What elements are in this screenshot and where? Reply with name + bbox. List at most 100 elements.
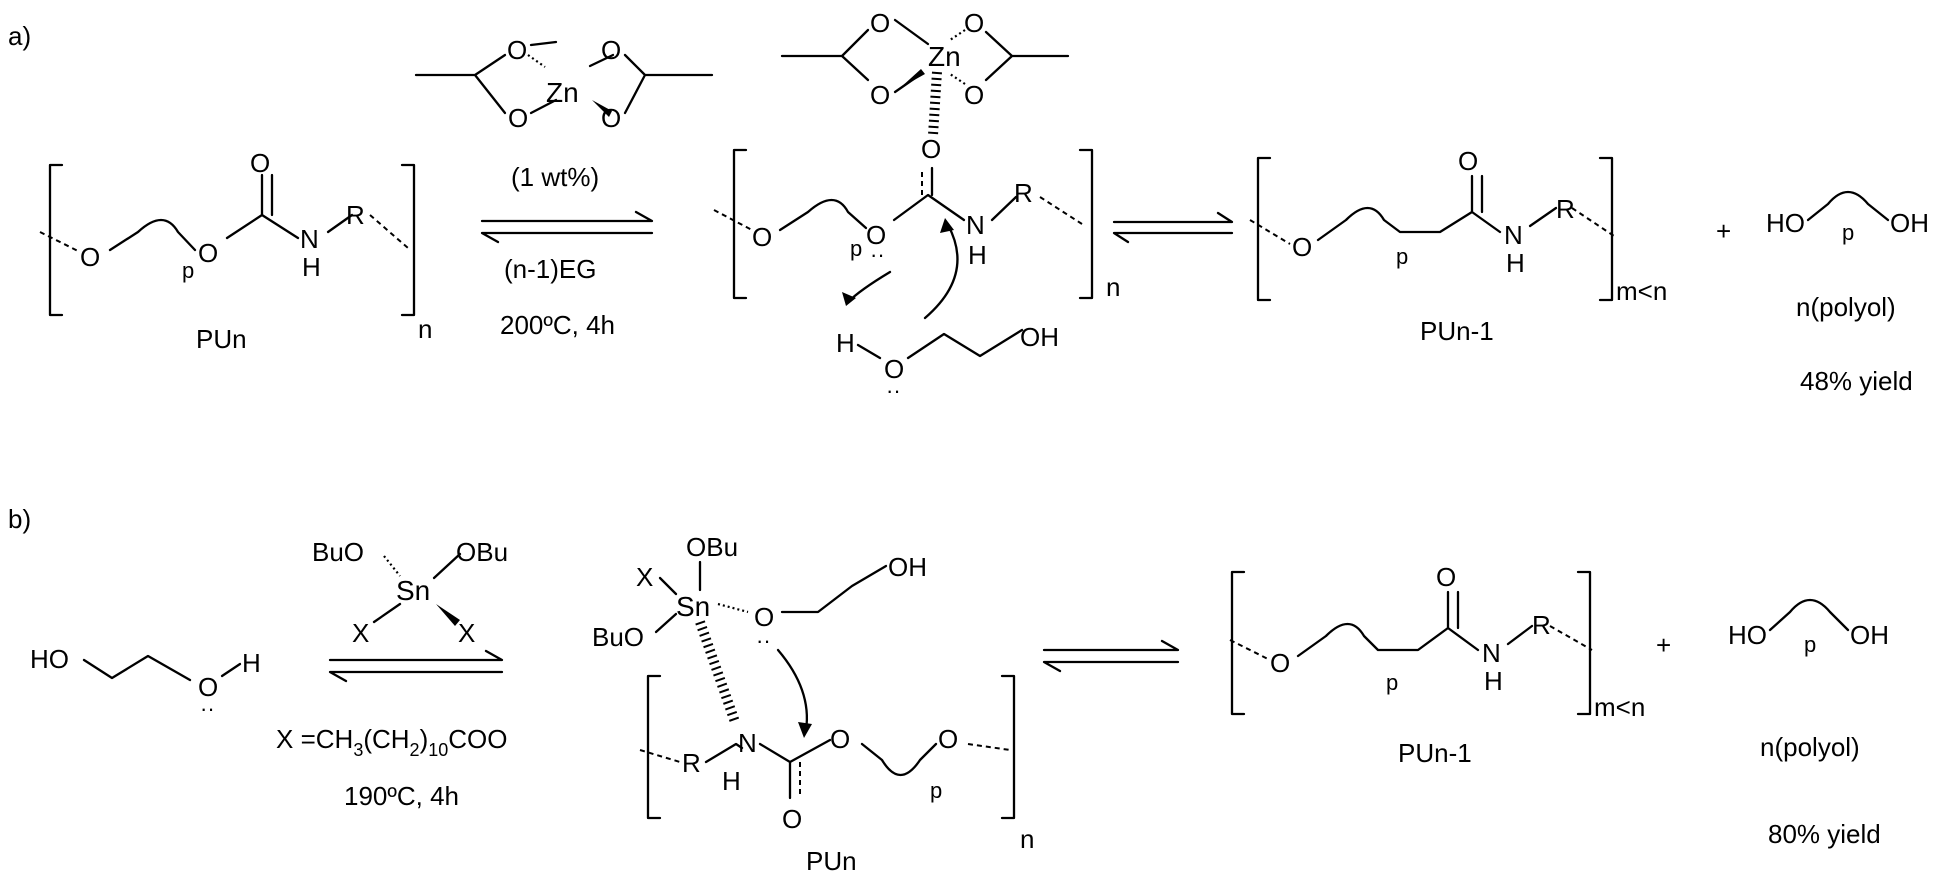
atom-o: O (198, 238, 218, 268)
atom-o: O (752, 222, 772, 252)
lone-pair: ·· (200, 696, 215, 721)
atom-n: N (1482, 638, 1501, 668)
product-pun-1: O p O N H R m<n (1229, 562, 1645, 722)
atom-o: O (870, 8, 890, 38)
repeat-n: n (418, 314, 432, 344)
atom-h: H (968, 240, 987, 270)
atom-o: O (964, 80, 984, 110)
atom-obu: OBu (456, 537, 508, 567)
subscript-p: p (850, 236, 862, 261)
polyol-byproduct: HO p OH (1728, 598, 1889, 657)
repeat-n: n (1020, 824, 1034, 854)
plus-sign: + (1656, 630, 1671, 660)
atom-o: O (782, 804, 802, 834)
panel-b: b) HO O H ·· BuO OBu Sn X X X (8, 504, 1889, 876)
atom-o: O (921, 134, 941, 164)
atom-ho: HO (30, 644, 69, 674)
atom-x: X (352, 618, 369, 648)
x-def-sub: 2 (410, 740, 420, 760)
atom-ho: HO (1728, 620, 1767, 650)
atom-h: H (242, 648, 261, 678)
subscript-p: p (1842, 220, 1854, 245)
subscript-p: p (1804, 632, 1816, 657)
reactant-pun: O p O O N H R n (39, 148, 432, 344)
tin-catalyst: BuO OBu Sn X X (312, 537, 508, 648)
atom-o: O (938, 724, 958, 754)
atom-n: N (300, 224, 319, 254)
atom-oh: OH (1850, 620, 1889, 650)
atom-o: O (198, 672, 218, 702)
atom-o: O (508, 103, 528, 133)
atom-n: N (738, 728, 757, 758)
atom-sn: Sn (396, 575, 430, 606)
repeat-m-lt-n: m<n (1594, 692, 1645, 722)
atom-o: O (1292, 232, 1312, 262)
equilibrium-arrow (328, 649, 504, 683)
atom-o: O (507, 35, 527, 65)
atom-buo: BuO (312, 537, 364, 567)
x-def-close: ) (420, 724, 429, 754)
atom-h: H (1484, 666, 1503, 696)
atom-o: O (250, 148, 270, 178)
atom-r: R (1556, 194, 1575, 224)
atom-zn: Zn (928, 41, 961, 72)
intermediate-sn-complex: OBu X Sn BuO O ·· OH (592, 532, 1034, 854)
repeat-n: n (1106, 272, 1120, 302)
subscript-p: p (1386, 670, 1398, 695)
atom-zn: Zn (546, 77, 579, 108)
reagent-label: (n-1)EG (504, 254, 596, 284)
atom-o: O (884, 354, 904, 384)
panel-b-label: b) (8, 504, 31, 534)
x-def-prefix: X =CH (276, 724, 353, 754)
atom-o: O (870, 80, 890, 110)
panel-a: a) O O Zn O O (1 wt%) (n-1)EG 200ºC, 4h (8, 8, 1929, 403)
catalyst-amount: (1 wt%) (511, 162, 599, 192)
equilibrium-arrow (1042, 639, 1180, 673)
subscript-p: p (930, 778, 942, 803)
repeat-m-lt-n: m<n (1616, 276, 1667, 306)
lone-pair: ·· (886, 378, 901, 403)
atom-n: N (1504, 220, 1523, 250)
atom-h: H (1506, 248, 1525, 278)
byproduct-name: n(polyol) (1796, 292, 1896, 322)
zinc-acetate-catalyst: O O Zn O O (414, 35, 714, 133)
atom-buo: BuO (592, 622, 644, 652)
atom-r: R (1532, 610, 1551, 640)
polyol-byproduct: HO p OH (1766, 190, 1929, 245)
atom-r: R (682, 748, 701, 778)
atom-sn: Sn (676, 591, 710, 622)
atom-ho: HO (1766, 208, 1805, 238)
atom-h: H (836, 328, 855, 358)
atom-o: O (830, 724, 850, 754)
atom-o: O (754, 602, 774, 632)
byproduct-name: n(polyol) (1760, 732, 1860, 762)
atom-o: O (1270, 648, 1290, 678)
atom-o: O (601, 35, 621, 65)
atom-o: O (1458, 146, 1478, 176)
atom-r: R (1014, 178, 1033, 208)
x-def-sub: 10 (428, 740, 448, 760)
subscript-p: p (182, 258, 194, 283)
conditions-label: 190ºC, 4h (344, 781, 459, 811)
reactant-name: PUn (196, 324, 247, 354)
atom-oh: OH (1020, 322, 1059, 352)
atom-x: X (458, 618, 475, 648)
equilibrium-arrow (1112, 211, 1234, 244)
atom-o: O (80, 242, 100, 272)
atom-o: O (1436, 562, 1456, 592)
x-def-mid: (CH (363, 724, 409, 754)
plus-sign: + (1716, 216, 1731, 246)
atom-n: N (966, 210, 985, 240)
product-pun-1: O p O N H R m<n (1249, 146, 1667, 306)
atom-oh: OH (1890, 208, 1929, 238)
x-def-sub: 3 (353, 740, 363, 760)
svg-text:X =CH3(CH2)10COO: X =CH3(CH2)10COO (276, 724, 508, 760)
atom-obu: OBu (686, 532, 738, 562)
equilibrium-arrow (480, 210, 654, 244)
intermediate-name: PUn (806, 846, 857, 876)
subscript-p: p (1396, 244, 1408, 269)
product-name: PUn-1 (1420, 316, 1494, 346)
atom-h: H (722, 766, 741, 796)
intermediate-zn-complex: O O Zn O O O O p O ·· N H R n (713, 8, 1120, 403)
